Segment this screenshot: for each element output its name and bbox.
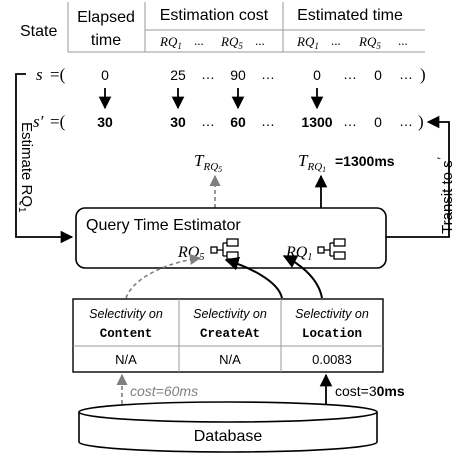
svg-text:TRQ5: TRQ5 [194, 151, 222, 174]
plan-tree-icon [317, 238, 346, 260]
elapsed-header-line1: Elapsed [77, 9, 135, 26]
s-cost-rq1: 25 [170, 67, 186, 83]
value-location: 0.0083 [312, 352, 352, 367]
transit-label: Transit to s′ [434, 157, 456, 234]
s-close: ) [420, 65, 426, 84]
svg-text:...: ... [398, 33, 408, 48]
column-createat: CreateAt [200, 327, 260, 341]
time-subheader: RQ1 ... RQ5 ... [296, 33, 408, 51]
state-s-prime-row: s′ =( 30 30 … 60 … 1300 … 0 … ) [33, 112, 424, 131]
s-label: s [36, 65, 43, 84]
selectivity-header: Selectivity on [193, 307, 267, 321]
s-est-rq1: 0 [313, 67, 321, 83]
s-open: =( [50, 65, 66, 84]
selectivity-header: Selectivity on [295, 307, 369, 321]
svg-text:...: ... [331, 33, 341, 48]
query-time-estimator: Query Time Estimator RQ5 RQ1 [75, 207, 387, 269]
s-prime-est-rq1: 1300 [301, 114, 332, 130]
location-to-rq1-arrow [282, 255, 323, 299]
output-t-rq1: TRQ1 =1300ms [298, 151, 395, 174]
state-header-table: State Elapsed time Estimation cost Estim… [20, 2, 425, 53]
estimator-title: Query Time Estimator [86, 217, 241, 234]
column-location: Location [302, 327, 362, 341]
database-cylinder: Database [78, 401, 378, 453]
s-cost-ellipsis: … [201, 66, 215, 82]
svg-text:RQ1: RQ1 [296, 34, 319, 51]
s-cost-rq5: 90 [230, 67, 246, 83]
update-arrows [98, 88, 324, 110]
selectivity-table: Selectivity on Selectivity on Selectivit… [72, 298, 384, 373]
svg-text:RQ5: RQ5 [358, 34, 381, 51]
svg-text:RQ5: RQ5 [220, 34, 243, 51]
column-content: Content [100, 327, 153, 341]
s-prime-est-ellipsis: … [343, 113, 357, 129]
estimate-label: Estimate RQ1 [16, 122, 35, 213]
state-label: State [20, 23, 57, 40]
s-prime-cost-rq5: 60 [230, 114, 246, 130]
location-to-rq5-arrow [224, 256, 283, 299]
t-rq1-value: =1300ms [335, 153, 395, 169]
s-prime-elapsed: 30 [97, 114, 113, 130]
s-est-rq5: 0 [374, 67, 382, 83]
s-cost-tail: … [261, 66, 275, 82]
value-createat: N/A [219, 352, 241, 367]
svg-text:TRQ1: TRQ1 [298, 151, 326, 174]
estimated-time-header: Estimated time [297, 7, 403, 24]
estimation-cost-header: Estimation cost [160, 7, 269, 24]
s-prime-cost-tail: … [261, 113, 275, 129]
value-content: N/A [115, 352, 137, 367]
s-prime-open: =( [50, 112, 66, 131]
s-prime-est-rq5: 0 [374, 114, 382, 130]
s-prime-est-tail: … [399, 113, 413, 129]
content-to-rq5-arrow [125, 253, 202, 299]
cost-subheader: RQ1 ... RQ5 ... [159, 33, 265, 51]
selectivity-header: Selectivity on [89, 307, 163, 321]
s-prime-label: s′ [33, 112, 44, 131]
s-est-tail: … [399, 66, 413, 82]
transit-loop: Transit to s′ [386, 115, 456, 238]
cost-left-label: cost=60ms [130, 383, 198, 399]
s-elapsed: 0 [101, 67, 109, 83]
s-prime-cost-ellipsis: … [201, 113, 215, 129]
elapsed-header-line2: time [91, 32, 121, 49]
estimate-loop: Estimate RQ1 [15, 73, 74, 244]
svg-text:RQ1: RQ1 [159, 34, 182, 51]
svg-text:...: ... [194, 33, 204, 48]
database-label: Database [194, 428, 263, 445]
svg-text:...: ... [255, 33, 265, 48]
state-s-row: s =( 0 25 … 90 … 0 … 0 … ) [36, 65, 426, 84]
s-prime-cost-rq1: 30 [170, 114, 186, 130]
s-prime-close: ) [418, 112, 424, 131]
output-t-rq5: TRQ5 [194, 151, 222, 174]
s-est-ellipsis: … [343, 66, 357, 82]
cost-right-label: cost=30ms [335, 383, 405, 399]
